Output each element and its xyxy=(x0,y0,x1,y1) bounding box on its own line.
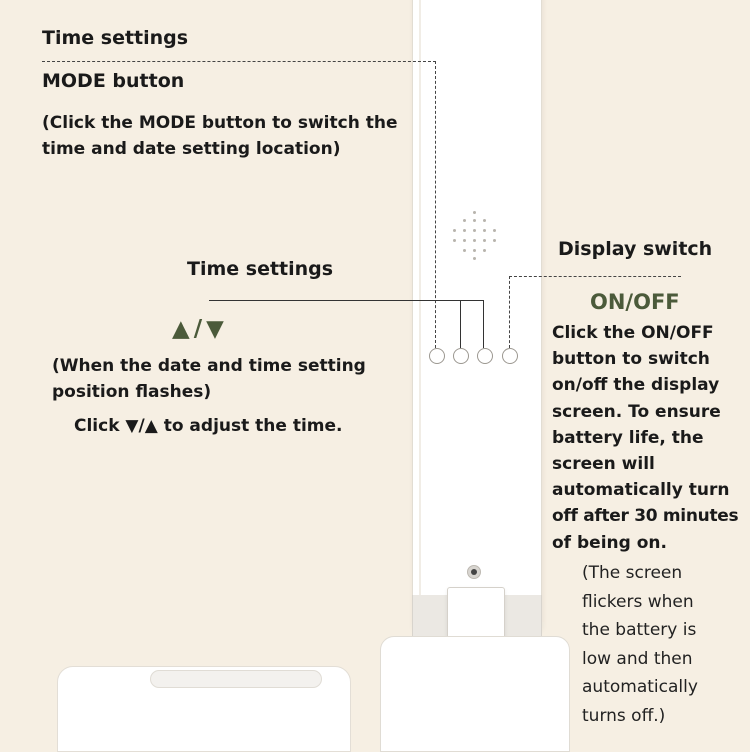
time-settings-leader-down xyxy=(483,300,484,348)
battery-note-line: automatically xyxy=(582,677,698,697)
flash-desc-line1: (When the date and time setting xyxy=(52,356,366,376)
flash-desc-line2: position flashes) xyxy=(52,382,212,402)
onoff-desc-line: automatically turn xyxy=(552,480,730,501)
onoff-label: ON/OFF xyxy=(590,290,680,314)
battery-note: (The screen flickers when the battery is… xyxy=(582,559,748,730)
display-switch-leader-vertical xyxy=(509,276,510,348)
time-settings-leader-horizontal xyxy=(209,300,461,301)
time-settings-leader-branch xyxy=(460,300,484,301)
onoff-desc-line: on/off the display xyxy=(552,375,720,396)
up-down-arrows-symbol: ▲/▼ xyxy=(172,316,228,342)
battery-note-line: (The screen xyxy=(582,563,683,583)
adjust-instruction: Click ▼/▲ to adjust the time. xyxy=(74,416,343,436)
device-body xyxy=(412,0,542,632)
time-settings-title-2: Time settings xyxy=(187,258,334,280)
camera-lens xyxy=(467,565,481,579)
display-switch-title: Display switch xyxy=(558,238,713,260)
onoff-desc-line: of being on. xyxy=(552,532,667,553)
onoff-desc-line: Click the ON/OFF xyxy=(552,323,714,343)
onoff-desc-line: off after 30 minutes xyxy=(552,506,739,527)
battery-note-line: low and then xyxy=(582,648,693,669)
mode-button[interactable] xyxy=(429,348,445,364)
onoff-button[interactable] xyxy=(502,348,518,364)
onoff-desc-line: screen. To ensure xyxy=(552,401,721,422)
onoff-desc-line: button to switch xyxy=(552,349,710,370)
battery-note-line: flickers when xyxy=(582,591,694,612)
time-settings-title: Time settings xyxy=(42,27,189,49)
onoff-description: Click the ON/OFF button to switch on/off… xyxy=(552,320,748,556)
device-base xyxy=(380,636,570,752)
mode-desc-line1: (Click the MODE button to switch the xyxy=(42,113,398,133)
speaker-grille xyxy=(447,209,503,265)
battery-note-line: the battery is xyxy=(582,620,697,640)
onoff-desc-line: screen will xyxy=(552,454,655,475)
battery-note-line: turns off.) xyxy=(582,705,666,726)
onoff-desc-line: battery life, the xyxy=(552,427,704,448)
display-switch-leader-horizontal xyxy=(509,276,681,277)
mode-leader-horizontal xyxy=(42,61,436,62)
mode-button-label: MODE button xyxy=(42,70,185,92)
time-settings-leader-up xyxy=(460,300,461,348)
down-button[interactable] xyxy=(477,348,493,364)
holder-slot xyxy=(150,670,322,688)
mode-leader-vertical xyxy=(435,61,436,348)
up-button[interactable] xyxy=(453,348,469,364)
mode-desc-line2: time and date setting location) xyxy=(42,139,341,159)
